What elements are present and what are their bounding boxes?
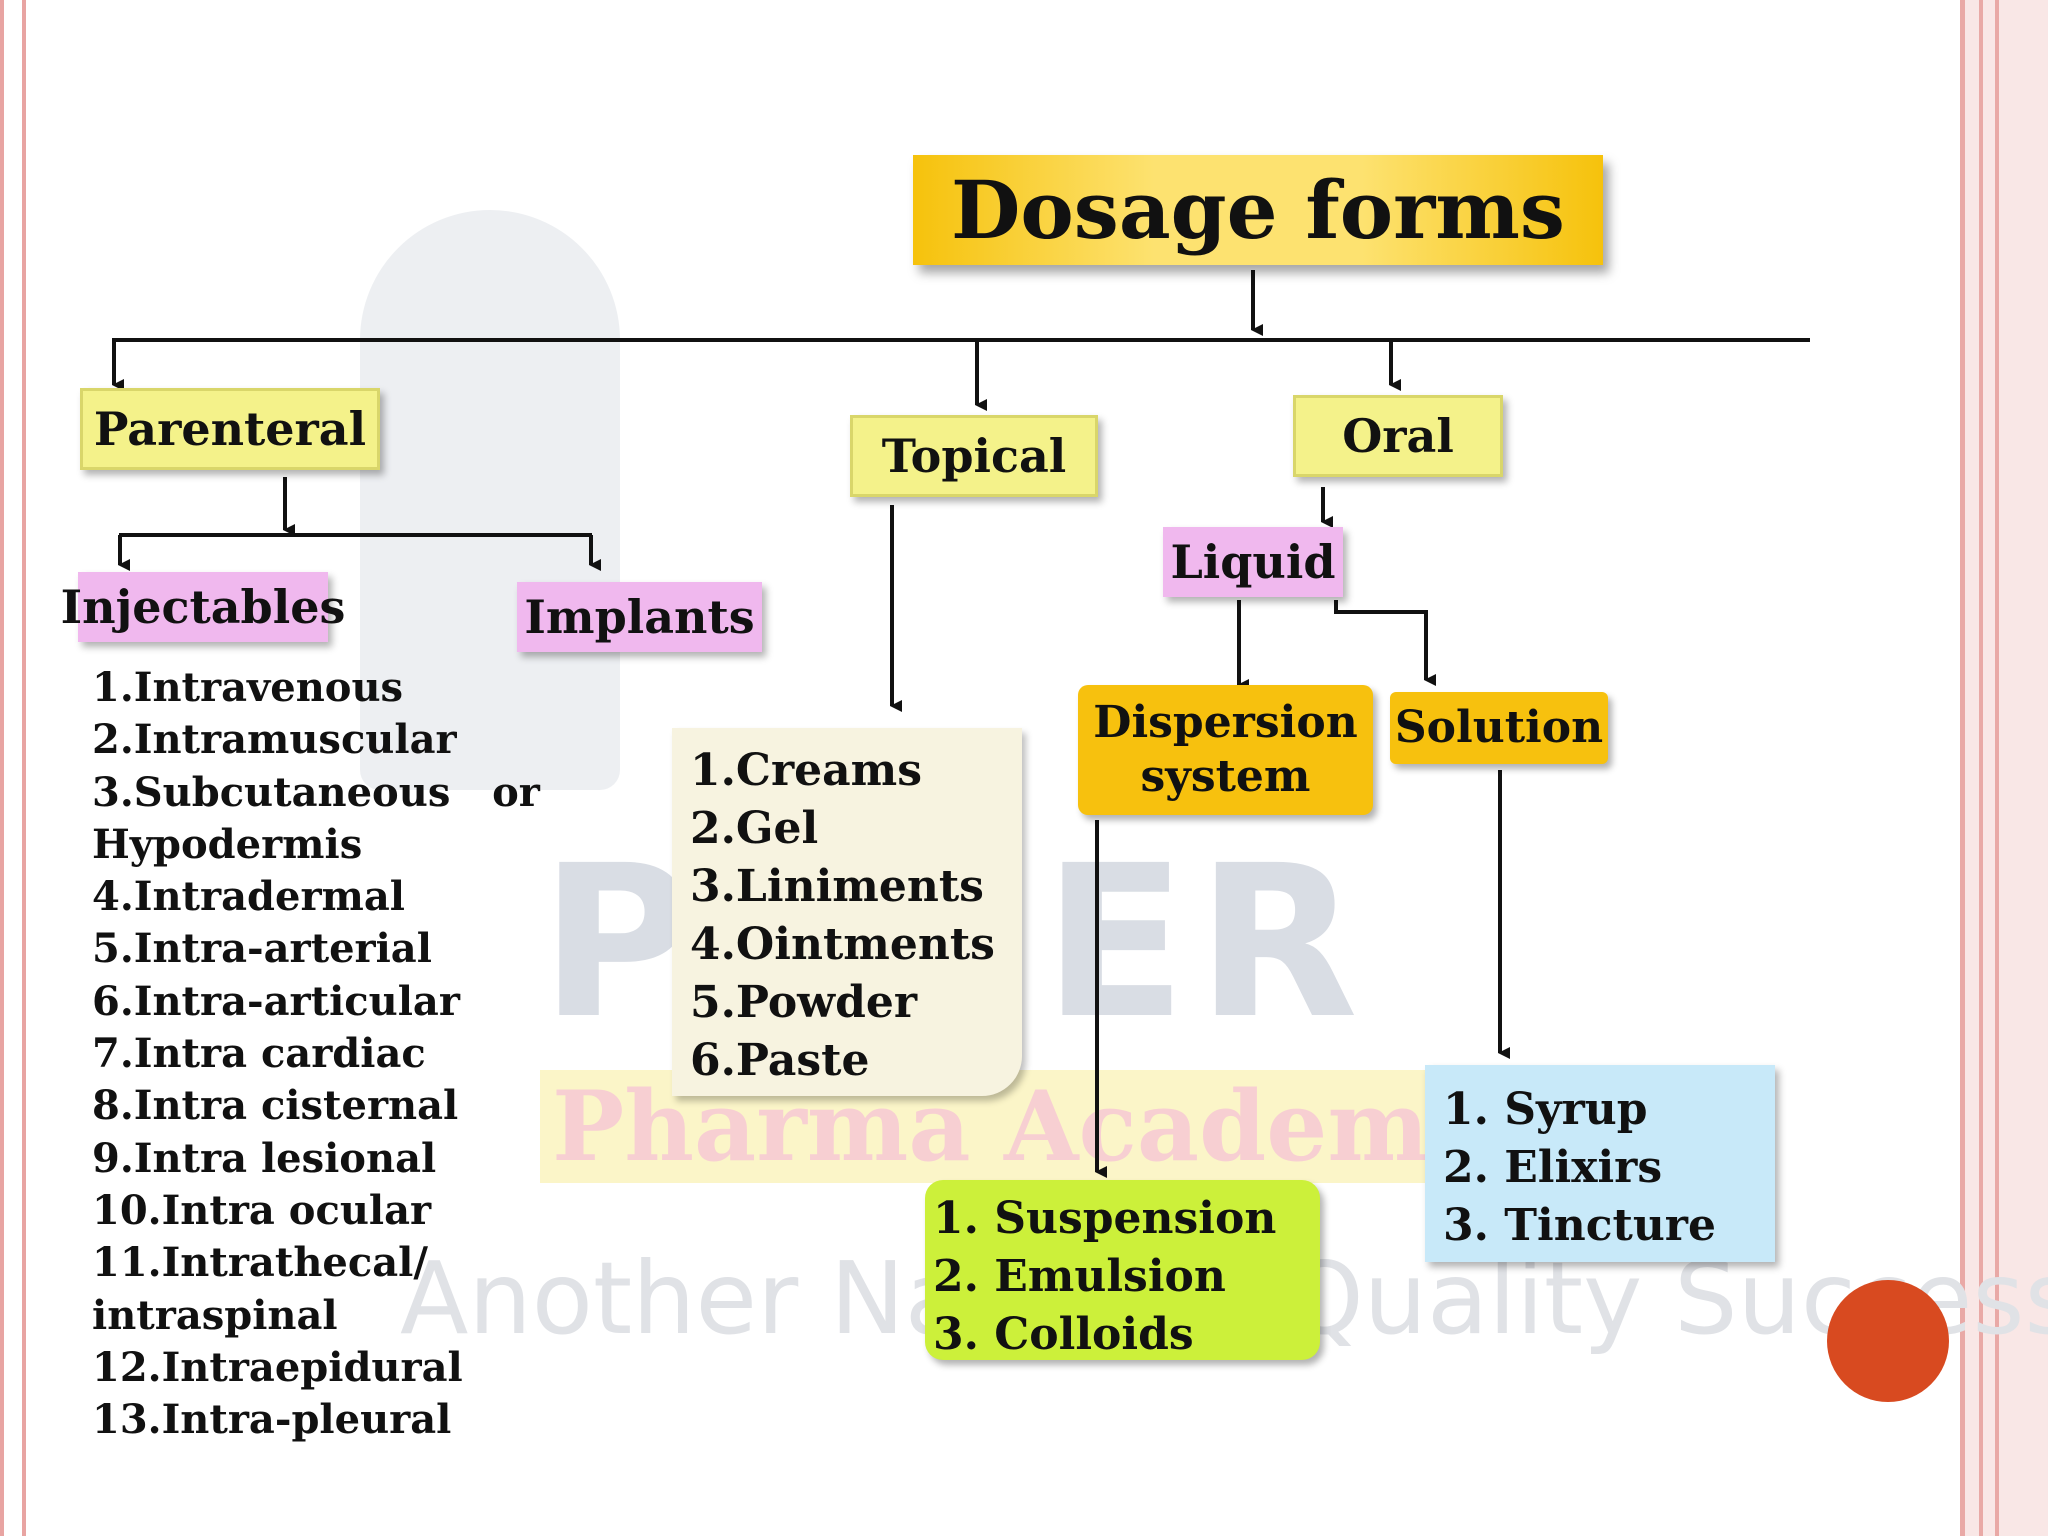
topical-list: 1.Creams 2.Gel 3.Liniments 4.Ointments 5… — [672, 728, 1022, 1096]
list-item: 1. Suspension — [933, 1193, 1277, 1244]
list-item: 6.Intra-articular — [92, 977, 460, 1025]
sub-liquid: Liquid — [1163, 527, 1343, 597]
list-item: 1.Intravenous — [92, 664, 404, 711]
sub-injectables: Injectables — [61, 572, 345, 642]
slide-frame-left — [0, 0, 26, 1536]
list-item: 2. Emulsion — [933, 1251, 1226, 1302]
list-item: 3.Liniments — [690, 861, 984, 912]
list-item: 12.Intraepidural — [92, 1343, 463, 1391]
list-item: 1. Syrup — [1443, 1084, 1648, 1135]
list-item: 6.Paste — [690, 1035, 870, 1086]
dispersion-label-line2: system — [1140, 751, 1311, 802]
sub-solution: Solution — [1390, 692, 1608, 764]
list-item: Hypodermis — [92, 820, 363, 868]
list-item: 2. Elixirs — [1443, 1142, 1663, 1193]
sub-dispersion-system: Dispersion system — [1078, 685, 1373, 815]
list-item: 4.Ointments — [690, 919, 995, 970]
list-item: 8.Intra cisternal — [92, 1082, 459, 1130]
solution-list: 1. Syrup 2. Elixirs 3. Tincture — [1425, 1065, 1775, 1262]
list-item: 5.Intra-arterial — [92, 925, 432, 973]
list-item: intraspinal — [92, 1291, 338, 1339]
category-parenteral: Parenteral — [80, 388, 380, 470]
arrow-liquid-to-solution — [1334, 600, 1436, 686]
dispersion-label-line1: Dispersion — [1093, 697, 1358, 748]
frame-stripe — [1995, 0, 1999, 1536]
list-item: 10.Intra ocular — [92, 1186, 432, 1234]
list-item: 2.Intramuscular — [92, 716, 457, 764]
list-item: 9.Intra lesional — [92, 1134, 437, 1182]
diagram-title: Dosage forms — [913, 155, 1603, 265]
list-item: 1.Creams — [690, 745, 922, 796]
list-item: 13.Intra-pleural — [92, 1396, 452, 1444]
list-item: 11.Intrathecal/ — [92, 1239, 428, 1287]
frame-stripe — [1979, 0, 1983, 1536]
list-item: 3. Tincture — [1443, 1200, 1716, 1251]
list-item: 7.Intra cardiac — [92, 1030, 426, 1078]
dispersion-list: 1. Suspension 2. Emulsion 3. Colloids — [925, 1180, 1320, 1360]
slide-accent-dot — [1827, 1280, 1949, 1402]
list-item: 3. Colloids — [933, 1309, 1194, 1360]
slide-frame-right — [1960, 0, 2048, 1536]
category-oral: Oral — [1293, 395, 1503, 477]
list-item: 2.Gel — [690, 803, 819, 854]
injectables-list: 1.Intravenous 2.Intramuscular 3.Subcutan… — [92, 662, 540, 1446]
watermark-logo-shape — [360, 210, 620, 790]
list-item: 5.Powder — [690, 977, 918, 1028]
list-item: 4.Intradermal — [92, 873, 405, 921]
sub-implants: Implants — [517, 582, 762, 652]
category-topical: Topical — [850, 415, 1098, 497]
list-item: 3.Subcutaneous or — [92, 768, 540, 816]
